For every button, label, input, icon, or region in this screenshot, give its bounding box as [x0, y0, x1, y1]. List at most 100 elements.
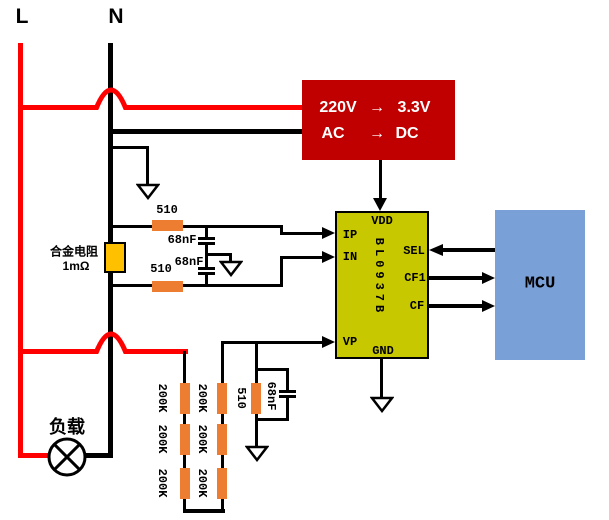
resistor-510-ip-label: 510 [156, 203, 178, 217]
cap-in-plate-bottom [198, 272, 215, 275]
resistor-200k-a1-label: 200K [155, 383, 169, 413]
resistor-200k-b1 [217, 383, 227, 414]
in-sense-wire [110, 284, 283, 287]
ic-pin-ip: IP [342, 228, 358, 242]
vp-cap-bottom-horizontal [255, 418, 289, 421]
divider-colA-wire-2 [183, 455, 186, 468]
divider-feed-segment-right [124, 349, 188, 354]
divider-colB-wire-2 [221, 455, 224, 468]
resistor-200k-a1 [180, 383, 190, 414]
sel-arrow [429, 244, 443, 256]
vp-arrow [322, 336, 335, 348]
cf-wire [429, 304, 482, 308]
converter-output-type: DC [395, 125, 419, 142]
vdd-supply-wire [379, 160, 382, 200]
vdd-arrow [373, 198, 387, 211]
vp-filter-vertical [255, 341, 258, 383]
live-rail-vertical [18, 43, 23, 458]
in-arrow [322, 251, 335, 263]
divider-colA-bottom-wire [183, 499, 186, 512]
vp-cap-upper-vertical [286, 368, 289, 391]
cap-chain-wire-c [205, 275, 208, 287]
ip-arrow [322, 227, 335, 239]
divider-colB-top-wire [221, 341, 224, 383]
resistor-200k-b3 [217, 468, 227, 499]
divider-colA-wire-1 [183, 414, 186, 424]
resistor-200k-a3 [180, 468, 190, 499]
ic-name-label: BL0937B [372, 237, 386, 317]
resistor-510-in-label: 510 [150, 262, 172, 276]
resistor-200k-a3-label: 200K [155, 468, 169, 498]
filter-ground-horizontal [205, 253, 232, 256]
divider-feed-segment-left [18, 349, 98, 354]
shunt-value-label: 1mΩ [62, 259, 90, 273]
resistor-200k-b3-label: 200K [195, 468, 209, 498]
ground-symbol-filter [219, 260, 243, 277]
ic-pin-cf: CF [409, 299, 425, 313]
resistor-200k-a2 [180, 424, 190, 455]
resistor-200k-b1-label: 200K [195, 383, 209, 413]
ip-step-vertical [280, 225, 283, 235]
shunt-resistor [104, 242, 126, 273]
mcu-box [495, 210, 585, 360]
neutral-ground-branch-horizontal [110, 146, 149, 149]
ic-pin-sel: SEL [403, 244, 425, 258]
live-label: L [15, 5, 29, 28]
cap-chain-wire-a [205, 225, 208, 238]
resistor-510-vp [251, 383, 261, 414]
cap-vp-plate-top [279, 390, 296, 393]
neutral-ground-branch-vertical [146, 146, 149, 184]
converter-input-type: AC [321, 125, 345, 142]
metering-ic-box [335, 211, 429, 359]
load-to-neutral-wire [83, 453, 113, 458]
shunt-name-label: 合金电阻 [49, 244, 99, 259]
load-lamp-symbol [47, 437, 87, 477]
divider-colB-bottom-wire [221, 499, 224, 512]
cap-ip-plate-top [198, 237, 215, 240]
ground-symbol-ic [370, 396, 394, 413]
ic-pin-vdd: VDD [371, 214, 393, 228]
neutral-feed-to-converter [108, 129, 302, 134]
ip-entry-wire [280, 232, 322, 235]
cap-chain-wire-b [205, 245, 208, 268]
resistor-510-in [152, 281, 183, 292]
mcu-label: MCU [524, 274, 556, 294]
live-to-load-wire [18, 453, 49, 458]
vp-wire [221, 341, 322, 344]
vp-filter-lower-vertical [255, 414, 258, 446]
converter-arrow-2: → [369, 125, 385, 142]
resistor-510-vp-label: 510 [234, 387, 248, 409]
divider-colB-wire-1 [221, 414, 224, 424]
cap-in-plate-top [198, 267, 215, 270]
in-step-vertical [280, 257, 283, 287]
ic-gnd-wire [380, 359, 383, 397]
vp-cap-lower-vertical [286, 398, 289, 421]
converter-output-voltage: 3.3V [397, 99, 431, 116]
live-feed-segment-right [124, 105, 302, 110]
load-label: 负载 [49, 417, 85, 437]
ip-sense-wire [110, 225, 283, 228]
cap-vp-label: 68nF [264, 381, 278, 411]
resistor-200k-a2-label: 200K [155, 424, 169, 454]
converter-arrow-1: → [369, 99, 385, 116]
live-feed-segment-left [18, 105, 98, 110]
ic-pin-in: IN [342, 250, 358, 264]
ic-pin-gnd: GND [372, 344, 394, 358]
divider-bottom-link [183, 509, 225, 513]
wire-hop-arc-top [93, 87, 129, 110]
resistor-510-ip [152, 220, 183, 231]
filter-ground-vertical [229, 253, 232, 261]
wire-hop-arc-bottom [93, 331, 129, 354]
cap-ip-plate-bottom [198, 242, 215, 245]
neutral-label: N [108, 5, 124, 28]
cf1-arrow [482, 272, 495, 284]
cf1-wire [429, 276, 482, 280]
cf-arrow [482, 300, 495, 312]
divider-colA-top-wire [183, 351, 186, 383]
ic-pin-cf1: CF1 [404, 271, 426, 285]
ic-pin-vp: VP [342, 335, 358, 349]
cap-ip-label: 68nF [167, 233, 197, 247]
ground-symbol-neutral [136, 183, 160, 200]
converter-input-voltage: 220V [319, 99, 357, 116]
